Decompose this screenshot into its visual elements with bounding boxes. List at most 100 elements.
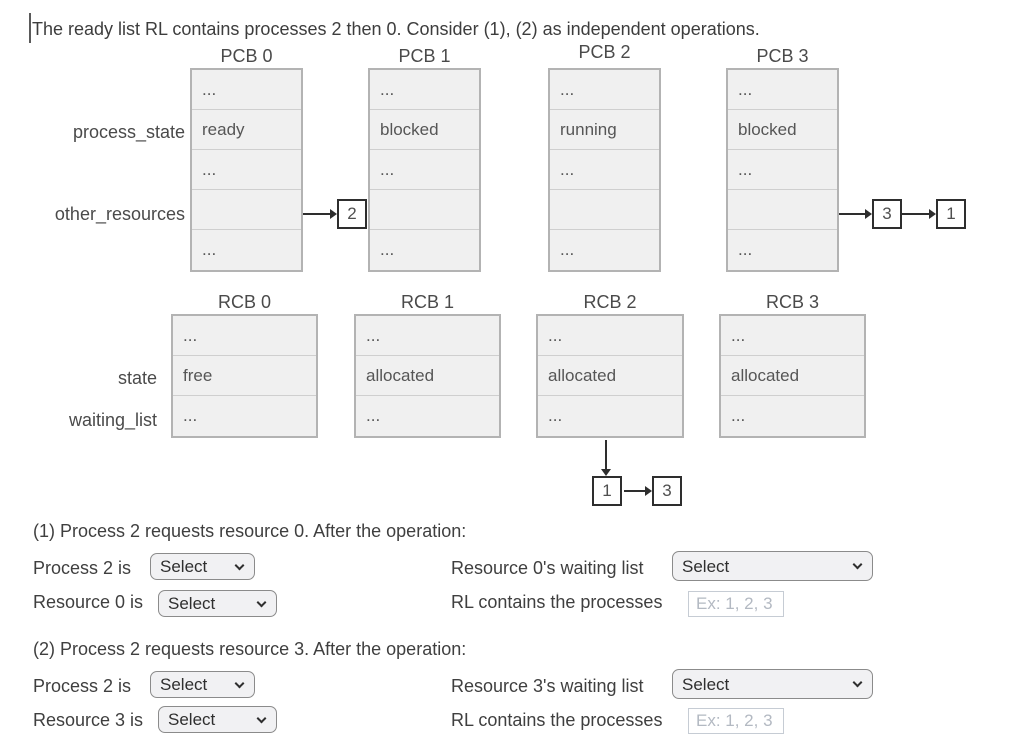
q2-process-2-is-label: Process 2 is bbox=[33, 676, 132, 696]
rcb-2-cell: ... bbox=[538, 316, 682, 356]
pcb-3-table: ... blocked ... ... bbox=[726, 68, 839, 272]
rcb-0-state-cell: free bbox=[173, 356, 316, 396]
pcb-2-cell: ... bbox=[550, 150, 659, 190]
rcb-2-state-cell: allocated bbox=[538, 356, 682, 396]
pcb-2-block: PCB 2 ... running ... ... bbox=[548, 42, 661, 272]
q1-rl-contains-label: RL contains the processes bbox=[451, 592, 663, 612]
rcb-1-block: RCB 1 ... allocated ... bbox=[354, 292, 501, 438]
pcb-3-title: PCB 3 bbox=[756, 46, 809, 66]
rcb-1-title: RCB 1 bbox=[400, 292, 454, 312]
pcb-3-cell: ... bbox=[728, 70, 837, 110]
pcb-3-block: PCB 3 ... blocked ... ... bbox=[726, 46, 839, 272]
pcb-0-cell: ... bbox=[192, 150, 301, 190]
rcb-2-waiting-list-cell: ... bbox=[538, 396, 682, 436]
pcb-2-process-state-cell: running bbox=[550, 110, 659, 150]
q2-resource-3-state-select-wrap: Select bbox=[158, 706, 277, 733]
pcb-row-label-other-resources: other_resources bbox=[54, 204, 185, 224]
q2-resource-3-waiting-list-select-wrap: Select bbox=[672, 669, 873, 699]
rcb-0-table: ... free ... bbox=[171, 314, 318, 438]
q2-rl-contains-label: RL contains the processes bbox=[451, 710, 663, 730]
question-2-heading: (2) Process 2 requests resource 3. After… bbox=[33, 639, 467, 659]
rcb-0-cell: ... bbox=[173, 316, 316, 356]
rcb-row-label-state: state bbox=[117, 368, 157, 388]
rcb-3-title: RCB 3 bbox=[765, 292, 819, 312]
rcb-1-table: ... allocated ... bbox=[354, 314, 501, 438]
rcb-2-block: RCB 2 ... allocated ... bbox=[536, 292, 684, 438]
pcb-1-cell: ... bbox=[370, 230, 479, 270]
q1-process-2-state-select-wrap: Select bbox=[150, 553, 255, 580]
pcb-3-link-arrowhead-2 bbox=[929, 209, 936, 219]
rcb-2-title: RCB 2 bbox=[583, 292, 637, 312]
q2-resource-3-waiting-list-select[interactable]: Select bbox=[673, 670, 872, 698]
rcb-0-title: RCB 0 bbox=[217, 292, 271, 312]
pcb-0-other-resources-cell bbox=[192, 190, 301, 230]
q1-resource-0-is-label: Resource 0 is bbox=[33, 592, 144, 612]
q1-rl-contains-input[interactable] bbox=[688, 591, 784, 617]
pcb-0-process-state-cell: ready bbox=[192, 110, 301, 150]
pcb-0-cell: ... bbox=[192, 70, 301, 110]
rcb-2-table: ... allocated ... bbox=[536, 314, 684, 438]
pcb-0-table: ... ready ... ... bbox=[190, 68, 303, 272]
pcb-1-title: PCB 1 bbox=[398, 46, 451, 66]
rcb-2-waiting-node: 1 bbox=[592, 476, 622, 506]
pcb-2-cell: ... bbox=[550, 230, 659, 270]
pcb-2-title: PCB 2 bbox=[578, 42, 631, 62]
pcb-0-title: PCB 0 bbox=[220, 46, 273, 66]
rcb-3-waiting-list-cell: ... bbox=[721, 396, 864, 436]
q2-process-2-state-select-wrap: Select bbox=[150, 671, 255, 698]
rcb-3-block: RCB 3 ... allocated ... bbox=[719, 292, 866, 438]
rcb-1-waiting-list-cell: ... bbox=[356, 396, 499, 436]
pcb-0-block: PCB 0 ... ready ... ... bbox=[190, 46, 303, 272]
pcb-3-process-state-cell: blocked bbox=[728, 110, 837, 150]
q2-resource-3-waiting-list-label: Resource 3's waiting list bbox=[451, 676, 644, 696]
q2-resource-3-state-select[interactable]: Select bbox=[159, 707, 276, 732]
pcb-3-cell: ... bbox=[728, 150, 837, 190]
rcb-3-cell: ... bbox=[721, 316, 864, 356]
q1-resource-0-waiting-list-label: Resource 0's waiting list bbox=[451, 558, 644, 578]
q1-process-2-state-select[interactable]: Select bbox=[151, 554, 254, 579]
rcb-3-table: ... allocated ... bbox=[719, 314, 866, 438]
rcb-2-waiting-arrow-line-2 bbox=[624, 490, 645, 492]
q2-resource-3-is-label: Resource 3 is bbox=[33, 710, 144, 730]
pcb-0-link-arrow-line bbox=[303, 213, 330, 215]
pcb-3-link-arrow-line-2 bbox=[902, 213, 929, 215]
pcb-3-link-arrow-line bbox=[839, 213, 865, 215]
pcb-1-other-resources-cell bbox=[370, 190, 479, 230]
pcb-2-cell: ... bbox=[550, 70, 659, 110]
rcb-0-waiting-list-cell: ... bbox=[173, 396, 316, 436]
pcb-3-link-arrowhead bbox=[865, 209, 872, 219]
q2-process-2-state-select[interactable]: Select bbox=[151, 672, 254, 697]
rcb-2-waiting-arrowhead-2 bbox=[645, 486, 652, 496]
pcb-1-process-state-cell: blocked bbox=[370, 110, 479, 150]
rcb-0-block: RCB 0 ... free ... bbox=[171, 292, 318, 438]
pcb-3-resource-node-2: 1 bbox=[936, 199, 966, 229]
pcb-3-other-resources-cell bbox=[728, 190, 837, 230]
pcb-2-table: ... running ... ... bbox=[548, 68, 661, 272]
pcb-3-resource-node: 3 bbox=[872, 199, 902, 229]
rcb-2-waiting-arrowhead bbox=[601, 469, 611, 476]
pcb-3-cell: ... bbox=[728, 230, 837, 270]
q1-process-2-is-label: Process 2 is bbox=[33, 558, 132, 578]
pcb-2-other-resources-cell bbox=[550, 190, 659, 230]
pcb-1-cell: ... bbox=[370, 150, 479, 190]
q1-resource-0-waiting-list-select[interactable]: Select bbox=[673, 552, 872, 580]
prompt-text: The ready list RL contains processes 2 t… bbox=[32, 19, 760, 39]
rcb-row-label-waiting-list: waiting_list bbox=[68, 410, 157, 430]
pcb-1-block: PCB 1 ... blocked ... ... bbox=[368, 46, 481, 272]
text-caret bbox=[29, 13, 31, 43]
q1-resource-0-state-select[interactable]: Select bbox=[159, 591, 276, 616]
rcb-2-waiting-arrow-line bbox=[605, 440, 607, 469]
question-1-heading: (1) Process 2 requests resource 0. After… bbox=[33, 521, 467, 541]
pcb-0-cell: ... bbox=[192, 230, 301, 270]
q1-resource-0-state-select-wrap: Select bbox=[158, 590, 277, 617]
q1-resource-0-waiting-list-select-wrap: Select bbox=[672, 551, 873, 581]
pcb-0-link-arrowhead bbox=[330, 209, 337, 219]
rcb-1-state-cell: allocated bbox=[356, 356, 499, 396]
q2-rl-contains-input[interactable] bbox=[688, 708, 784, 734]
pcb-row-label-process-state: process_state bbox=[72, 122, 185, 142]
pcb-0-resource-node: 2 bbox=[337, 199, 367, 229]
pcb-1-cell: ... bbox=[370, 70, 479, 110]
rcb-2-waiting-node-2: 3 bbox=[652, 476, 682, 506]
pcb-1-table: ... blocked ... ... bbox=[368, 68, 481, 272]
